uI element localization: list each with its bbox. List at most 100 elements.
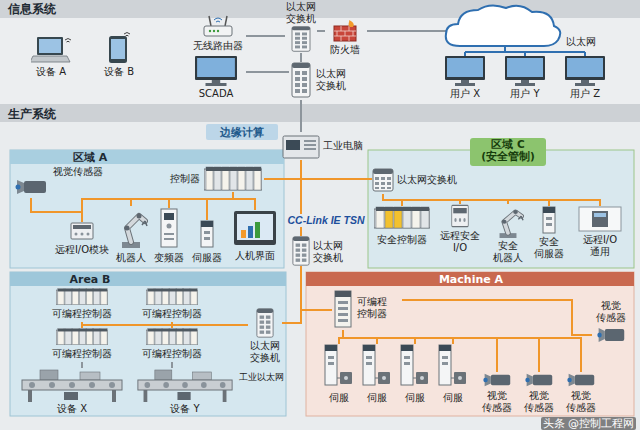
device-box: 设备 Y bbox=[132, 368, 238, 416]
text-block: 设备 B bbox=[96, 66, 142, 78]
connector bbox=[300, 53, 302, 62]
device-box: 伺服 bbox=[398, 344, 432, 406]
zone: Machine A可编程控制器视觉 传感器伺服伺服伺服伺服视觉 传感器视觉 传感… bbox=[306, 272, 634, 416]
zone: 区域 A控制器视觉传感器远程I/O模块机器人变频器伺服器人机界面 bbox=[10, 150, 284, 268]
section-tab: 边缘计算 bbox=[206, 124, 278, 140]
text-block: 以太网交换机 bbox=[312, 240, 344, 264]
zone-ground bbox=[368, 150, 634, 268]
device-box: 远程I/O模块 bbox=[52, 222, 112, 264]
node-label: 视觉 传感器 bbox=[565, 390, 597, 414]
router-icon bbox=[204, 16, 232, 36]
text-block: 视觉传感器 bbox=[50, 166, 106, 178]
band: 信息系统设备 A设备 B无线路由器以太网交换机防火墙SCADA以太网交换机用户 … bbox=[0, 0, 640, 104]
monitor-icon bbox=[195, 56, 237, 86]
plc-icon bbox=[335, 291, 351, 327]
hmi-icon bbox=[234, 211, 276, 245]
text-block: 用户 Y bbox=[500, 88, 550, 100]
connector bbox=[282, 266, 301, 323]
label-block: 头条 @控制工程网 bbox=[541, 417, 637, 430]
text-block: 用户 X bbox=[440, 88, 490, 100]
text-block: 信息系统 bbox=[8, 2, 98, 16]
connector bbox=[171, 362, 173, 368]
robot-icon bbox=[500, 210, 524, 238]
node-label: 以太网交换机 bbox=[312, 240, 344, 264]
connector bbox=[246, 35, 285, 37]
text-block: 远程安全 I/O bbox=[438, 230, 482, 254]
label-block: 以太网 bbox=[566, 36, 596, 48]
connector bbox=[343, 330, 581, 372]
node-label: 用户 Y bbox=[500, 88, 550, 100]
remote-io-icon bbox=[579, 207, 621, 231]
node-label: 远程安全 I/O bbox=[438, 230, 482, 254]
camera-icon bbox=[525, 374, 552, 386]
device-box: 设备 X bbox=[16, 368, 128, 416]
node-label: 设备 A bbox=[24, 66, 78, 78]
connector bbox=[300, 100, 302, 132]
text-block: 以太网交换机 bbox=[249, 340, 281, 364]
device-box: 伺服 bbox=[322, 344, 356, 406]
node-label: Area B bbox=[60, 273, 120, 286]
connector bbox=[207, 192, 233, 220]
text-block: 人机界面 bbox=[228, 250, 282, 262]
connector bbox=[172, 325, 248, 328]
text-block: 远程I/O 通用 bbox=[578, 234, 622, 258]
text-block: 远程I/O模块 bbox=[52, 244, 112, 256]
switch-icon bbox=[257, 309, 273, 337]
node-label: 区域 C bbox=[470, 138, 546, 150]
zone: 区域 C(安全管制)以太网交换机安全控制器远程安全 I/O安全 机器人安全 伺服… bbox=[368, 150, 634, 268]
text-block: 变频器 bbox=[152, 252, 186, 264]
text-block: 可编程控制器 bbox=[50, 348, 114, 360]
device-box: 伺服器 bbox=[190, 220, 224, 264]
node-label: 设备 X bbox=[16, 403, 128, 415]
machine-icon bbox=[22, 370, 122, 402]
node-label: 生产系统 bbox=[8, 107, 98, 121]
node-label: 安全 伺服器 bbox=[533, 236, 565, 260]
connector bbox=[402, 300, 592, 335]
text-block: 可编程控制器 bbox=[140, 348, 204, 360]
text-block: 边缘计算 bbox=[206, 126, 278, 139]
servo-icon bbox=[325, 345, 352, 385]
connector bbox=[343, 330, 497, 372]
monitor-icon bbox=[505, 56, 545, 86]
logo-text: CC-Link IE TSN bbox=[285, 214, 366, 227]
connector bbox=[81, 362, 83, 368]
device-box: 变频器 bbox=[152, 208, 186, 264]
device-box: 安全控制器 bbox=[372, 206, 432, 256]
device-box: 视觉 传感器 bbox=[562, 372, 600, 414]
zone-header bbox=[10, 272, 286, 286]
node-label: 可编程控制器 bbox=[140, 308, 204, 320]
switch-box: 以太网交换机 bbox=[372, 166, 458, 194]
node-label: 视觉 传感器 bbox=[523, 390, 555, 414]
device-box: 安全 伺服器 bbox=[532, 206, 566, 262]
text-block: 区域 A bbox=[60, 151, 120, 164]
zone: Area B可编程控制器可编程控制器以太网交换机可编程控制器可编程控制器设备 X… bbox=[10, 272, 286, 416]
connector bbox=[343, 330, 539, 372]
controller-icon bbox=[204, 167, 262, 190]
servo-icon bbox=[439, 345, 466, 385]
device-box: SCADA bbox=[186, 56, 246, 102]
zone-header bbox=[306, 272, 634, 286]
node-label: 用户 X bbox=[440, 88, 490, 100]
network-wire bbox=[465, 46, 585, 56]
ipc-icon bbox=[283, 136, 319, 158]
connector bbox=[301, 179, 372, 236]
device-box: 防火墙 bbox=[325, 14, 365, 56]
device-box: 设备 A bbox=[24, 34, 78, 86]
text-block: 视觉 传感器 bbox=[565, 390, 597, 414]
plc-icon bbox=[146, 289, 198, 305]
text-block: 伺服 bbox=[360, 392, 394, 404]
node-label: 可编程控制器 bbox=[356, 296, 388, 320]
text-block: 生产系统 bbox=[8, 107, 98, 121]
device-box: 远程I/O 通用 bbox=[570, 206, 630, 258]
production-band-header bbox=[0, 104, 640, 122]
text-block: 设备 X bbox=[16, 403, 128, 415]
node-label: 视觉 传感器 bbox=[481, 390, 513, 414]
text-block: 区域 C(安全管制) bbox=[470, 138, 546, 162]
switch-box: 以太网交换机 bbox=[248, 308, 282, 364]
node-label: 视觉 传感器 bbox=[595, 300, 627, 324]
text-block: 可编程控制器 bbox=[140, 308, 204, 320]
node-label: 远程I/O 通用 bbox=[578, 234, 622, 258]
connector bbox=[264, 179, 301, 236]
network-label: 以太网 bbox=[566, 36, 596, 48]
node-label: 设备 Y bbox=[132, 403, 238, 415]
